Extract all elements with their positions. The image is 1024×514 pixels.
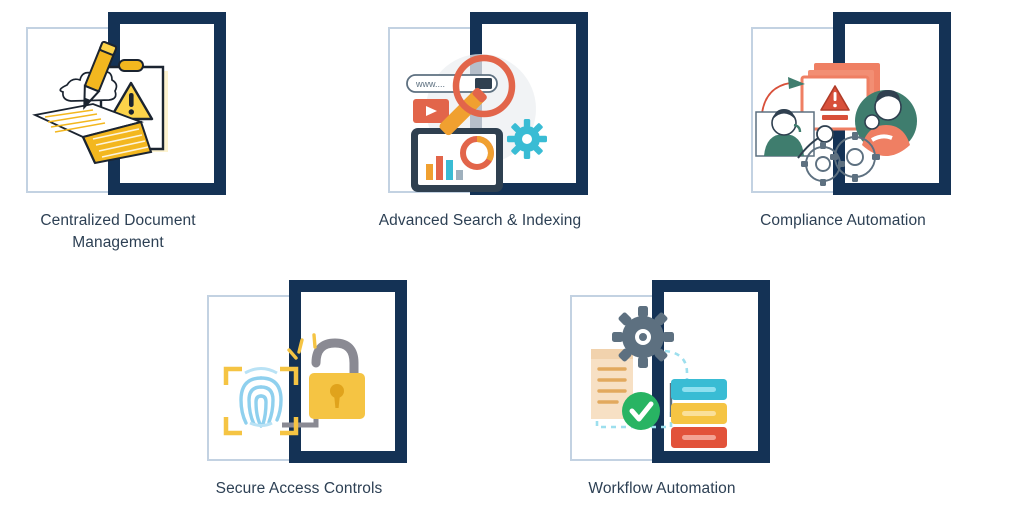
icon-frame <box>23 8 226 198</box>
navy-frame-accent <box>470 12 588 195</box>
icon-frame <box>204 276 407 466</box>
navy-frame-accent <box>108 12 226 195</box>
icon-frame <box>748 8 951 198</box>
navy-frame-accent <box>833 12 951 195</box>
feature-card-label: Workflow Automation <box>588 480 736 497</box>
feature-card-label: Centralized Document Management <box>40 212 196 252</box>
icon-frame: www.... <box>385 8 588 198</box>
feature-card-centralized-document-management[interactable]: Centralized Document Management <box>0 8 243 255</box>
feature-card-workflow-automation[interactable]: Workflow Automation <box>537 276 787 500</box>
feature-card-advanced-search-indexing[interactable]: www.... <box>355 8 605 232</box>
feature-card-label: Secure Access Controls <box>215 480 383 497</box>
feature-card-label: Compliance Automation <box>760 212 926 229</box>
navy-frame-accent <box>289 280 407 463</box>
navy-frame-accent <box>652 280 770 463</box>
feature-card-label: Advanced Search & Indexing <box>378 212 582 229</box>
feature-card-compliance-automation[interactable]: Compliance Automation <box>718 8 968 232</box>
feature-card-secure-access-controls[interactable]: Secure Access Controls <box>174 276 424 500</box>
icon-frame <box>567 276 770 466</box>
